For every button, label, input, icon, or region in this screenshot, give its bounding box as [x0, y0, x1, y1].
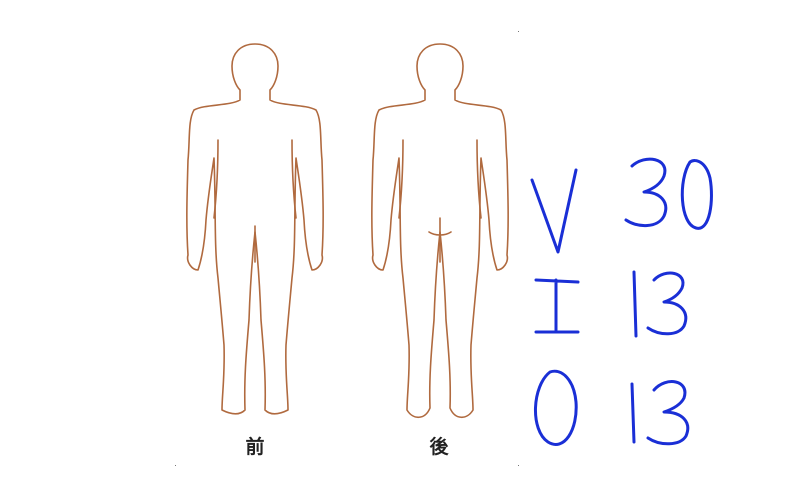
back-caption: 後: [429, 436, 449, 458]
corner-mark: [518, 31, 519, 32]
value-13-second-digit-1: [630, 382, 636, 444]
handwritten-text: V 30 I 13 O 13: [0, 0, 1, 1]
value-13-first-digit-1: [632, 270, 638, 338]
front-body-figure: [186, 43, 324, 415]
corner-mark: [175, 465, 176, 466]
row-v-letter: V: [0, 0, 1, 1]
handwritten-notes: [530, 157, 713, 446]
value-13-second-digit-3: [646, 380, 690, 446]
value-13-first-digit-3: [646, 271, 688, 336]
letter-o: [534, 369, 578, 446]
front-caption: 前: [245, 436, 265, 458]
value-30-digit-0: [680, 159, 713, 230]
letter-i: [534, 278, 580, 334]
value-30-digit-3: [624, 157, 668, 227]
corner-mark: [518, 465, 519, 466]
back-body-figure: [371, 43, 509, 419]
letter-v: [530, 168, 578, 254]
